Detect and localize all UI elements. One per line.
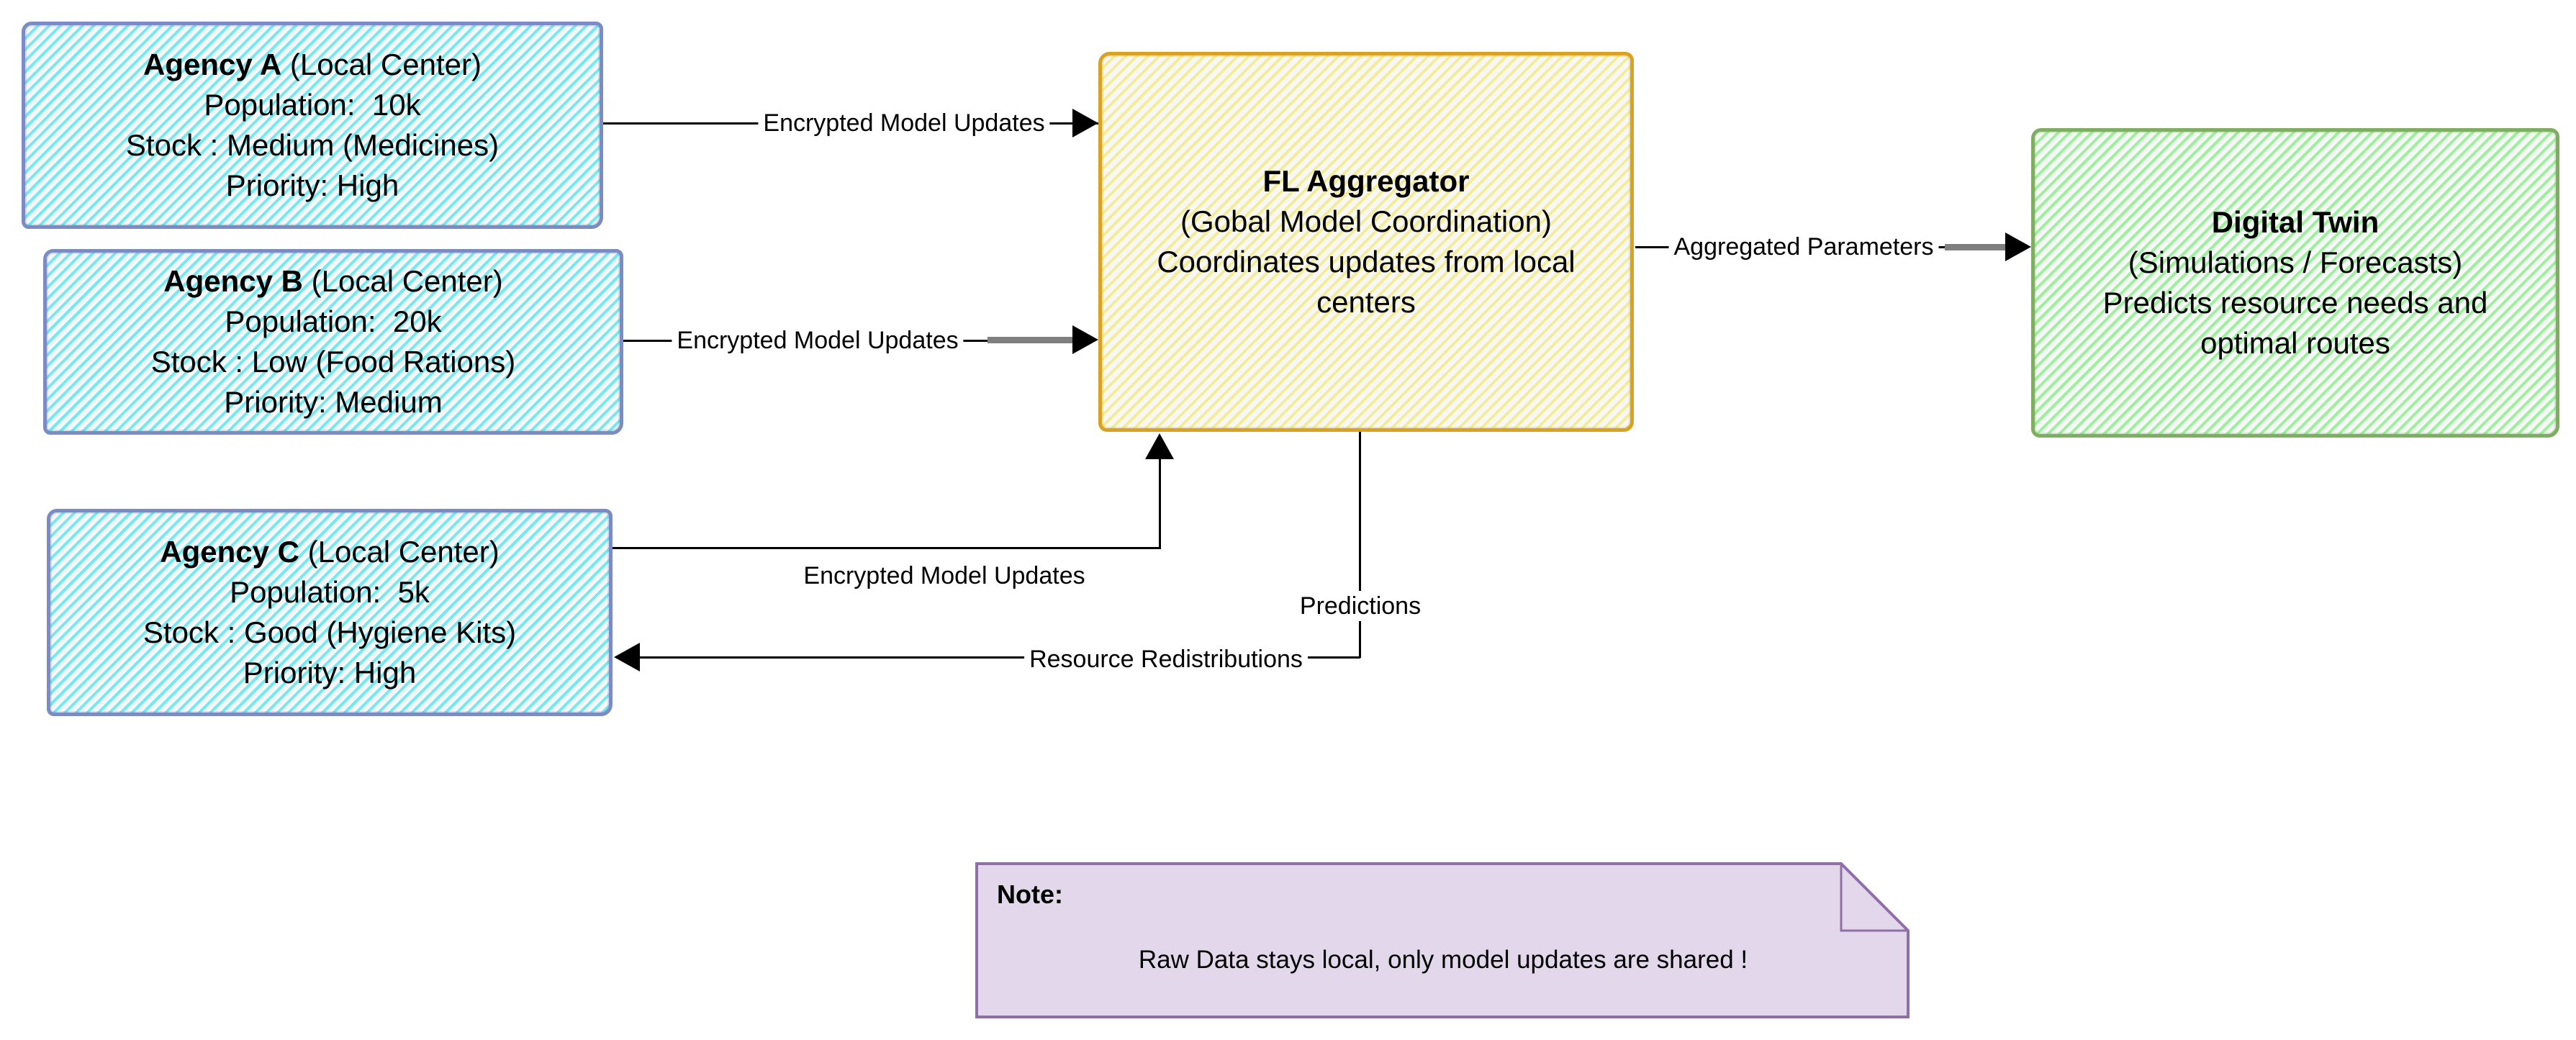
edge-resource-redistributions-label: Resource Redistributions <box>1024 644 1308 674</box>
note-box: Note: Raw Data stays local, only model u… <box>975 862 1911 1019</box>
agency-c-title: Agency C <box>160 535 299 569</box>
edge-a-to-aggregator-label: Encrypted Model Updates <box>758 108 1050 138</box>
agency-a-priority: Priority: High <box>225 168 399 202</box>
edge-predictions-vline <box>1359 432 1361 658</box>
agency-a-stock: Stock : Medium (Medicines) <box>125 128 500 162</box>
note-title: Note: <box>997 880 1063 909</box>
edge-c-to-aggregator-arrowhead-icon <box>1145 433 1174 459</box>
fl-aggregator-description: Coordinates updates from local centers <box>1157 245 1576 319</box>
agency-b-priority: Priority: Medium <box>224 385 443 419</box>
digital-twin-subtitle: (Simulations / Forecasts) <box>2128 245 2463 279</box>
note-fold-corner-icon <box>1840 864 1908 932</box>
edge-c-to-aggregator-vline <box>1159 458 1161 548</box>
note-body: Raw Data stays local, only model updates… <box>1138 946 1748 974</box>
agency-b-title: Agency B <box>163 264 303 298</box>
agency-c-title-line: Agency C (Local Center) <box>50 532 609 572</box>
digital-twin-text: Digital Twin (Simulations / Forecasts) P… <box>2035 202 2556 363</box>
agency-a-text: Agency A (Local Center) Population: 10k … <box>25 45 600 206</box>
node-agency-c: Agency C (Local Center) Population: 5k S… <box>47 509 613 716</box>
agency-b-title-line: Agency B (Local Center) <box>47 261 620 302</box>
note-outline <box>975 862 1910 1018</box>
digital-twin-title: Digital Twin <box>2211 205 2380 239</box>
edge-c-to-aggregator-hline <box>613 547 1161 549</box>
agency-a-title: Agency A <box>143 48 282 81</box>
fl-aggregator-title: FL Aggregator <box>1262 164 1470 198</box>
edge-c-to-aggregator-label: Encrypted Model Updates <box>798 561 1090 591</box>
node-fl-aggregator: FL Aggregator (Gobal Model Coordination)… <box>1098 52 1634 432</box>
node-digital-twin: Digital Twin (Simulations / Forecasts) P… <box>2031 128 2559 438</box>
node-agency-a: Agency A (Local Center) Population: 10k … <box>22 22 603 229</box>
node-agency-b: Agency B (Local Center) Population: 20k … <box>43 249 623 435</box>
agency-a-title-suffix: (Local Center) <box>281 48 482 81</box>
agency-a-population: Population: 10k <box>204 88 421 122</box>
fl-aggregator-text: FL Aggregator (Gobal Model Coordination)… <box>1102 161 1630 322</box>
edge-b-to-aggregator-gray-line <box>988 337 1074 343</box>
agency-c-population: Population: 5k <box>230 575 430 609</box>
agency-a-title-line: Agency A (Local Center) <box>25 45 600 85</box>
note-shape <box>975 862 1910 1018</box>
agency-c-title-suffix: (Local Center) <box>299 535 500 569</box>
agency-c-priority: Priority: High <box>243 656 417 689</box>
agency-b-text: Agency B (Local Center) Population: 20k … <box>47 261 620 422</box>
edge-b-to-aggregator-label: Encrypted Model Updates <box>672 325 964 356</box>
digital-twin-description: Predicts resource needs and optimal rout… <box>2102 286 2488 360</box>
agency-b-title-suffix: (Local Center) <box>302 264 503 298</box>
edge-resource-redistributions-hline <box>640 656 1360 659</box>
agency-c-text: Agency C (Local Center) Population: 5k S… <box>50 532 609 693</box>
edge-predictions-label: Predictions <box>1294 591 1427 621</box>
edge-a-to-aggregator-arrowhead-icon <box>1072 109 1098 137</box>
edge-aggregator-to-twin-arrowhead-icon <box>2005 232 2031 261</box>
fl-aggregator-subtitle: (Gobal Model Coordination) <box>1180 204 1552 238</box>
edge-aggregator-to-twin-gray-line <box>1945 244 2007 250</box>
edge-resource-redistributions-arrowhead-icon <box>614 643 640 672</box>
edge-b-to-aggregator-arrowhead-icon <box>1072 325 1098 354</box>
agency-b-population: Population: 20k <box>225 304 442 338</box>
edge-aggregator-to-twin-label: Aggregated Parameters <box>1668 232 1939 262</box>
agency-c-stock: Stock : Good (Hygiene Kits) <box>143 615 517 649</box>
agency-b-stock: Stock : Low (Food Rations) <box>150 345 516 379</box>
